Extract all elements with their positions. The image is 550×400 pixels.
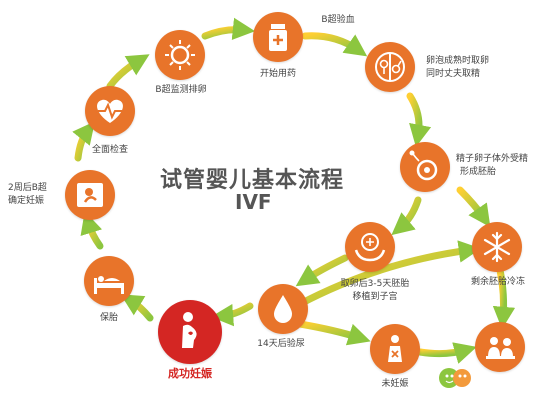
pregnant-icon — [182, 312, 197, 348]
step-retrieve-label-2: 同时丈夫取精 — [426, 69, 481, 79]
arrow-monitor-to-meds — [201, 17, 256, 40]
sperm-egg-icon — [409, 150, 438, 181]
step-success-label: 成功妊娠 — [168, 367, 212, 380]
arrow-test-to-consult — [296, 240, 482, 308]
arrow-keep-to-confirm — [80, 211, 104, 250]
heart-pulse-icon — [97, 99, 123, 123]
watermark-logo — [439, 368, 471, 388]
diagram-title: 试管婴儿基本流程 — [160, 168, 345, 193]
arrow-confirm-to-exam — [72, 121, 95, 162]
arrow-retrieve-to-fertilize — [406, 92, 432, 148]
step-transfer — [345, 222, 395, 272]
arrow-meds-to-retrieve — [301, 32, 368, 57]
arrow-freeze-to-consult — [492, 266, 516, 330]
snowflake-icon — [483, 231, 511, 263]
step-confirm-label-2: 确定妊娠 — [8, 196, 45, 206]
step-fertilize-label-1: 精子卵子体外受精 — [456, 154, 529, 164]
step-confirm-label-1: 2周后B超 — [8, 183, 47, 193]
medicine-bottle-icon — [269, 24, 287, 51]
step-transfer-label-1: 取卵后3-5天胚胎 — [340, 279, 410, 289]
step-monitor — [155, 30, 205, 80]
ovary-sun-icon — [165, 40, 195, 70]
arrow-transfer-to-test — [295, 254, 349, 287]
rest-bed-icon — [94, 276, 124, 294]
step-exam-label: 全面检查 — [91, 145, 128, 155]
arrow-fertilize-to-freeze — [456, 186, 491, 228]
person-cross-icon — [388, 335, 402, 362]
step-transfer-label-2: 移植到子宫 — [352, 292, 398, 302]
step-notpregnant — [370, 324, 420, 374]
doctor-consult-icon — [486, 337, 515, 359]
arrow-success-to-keep — [120, 294, 154, 322]
arrow-fertilize-to-transfer — [391, 196, 422, 236]
step-retrieve — [365, 42, 415, 92]
male-female-icon — [375, 52, 405, 82]
arrow-notpregnant-to-consult — [416, 342, 477, 364]
step-success — [158, 300, 222, 364]
step-test-label: 14天后验尿 — [257, 339, 305, 349]
step-meds-label: 开始用药 — [259, 69, 296, 79]
step-test — [258, 284, 308, 334]
step-exam — [85, 86, 135, 136]
step-consult — [475, 322, 525, 372]
diagram-subtitle: IVF — [235, 190, 272, 214]
arrow-exam-to-monitor — [106, 54, 150, 90]
step-fertilize — [400, 142, 450, 192]
step-notpregnant-label: 未妊娠 — [381, 379, 409, 389]
step-keep — [84, 256, 134, 306]
step-freeze-label: 剩余胚胎冷冻 — [470, 277, 525, 287]
step-freeze — [472, 222, 522, 272]
ultrasound-baby-icon — [77, 183, 103, 207]
step-retrieve-label-1: 卵泡成熟时取卵 — [426, 56, 490, 66]
step-bscan-label: B超验血 — [321, 15, 355, 25]
step-monitor-label: B超监测排卵 — [155, 85, 207, 95]
arrow-test-to-success — [210, 302, 254, 327]
arrow-test-to-notpregnant — [296, 320, 371, 346]
step-confirm — [65, 170, 115, 220]
step-keep-label: 保胎 — [99, 313, 118, 323]
hands-embryo-icon — [354, 233, 386, 262]
drop-icon — [274, 295, 292, 323]
step-meds — [253, 12, 303, 62]
step-fertilize-label-2: 形成胚胎 — [460, 167, 497, 177]
